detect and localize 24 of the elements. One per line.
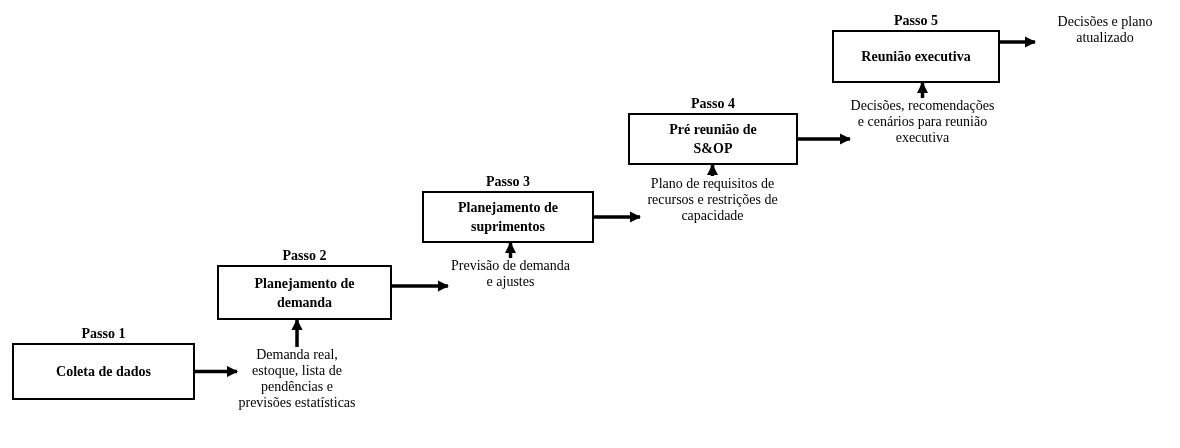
step-label: Passo 3 — [486, 173, 530, 191]
step-title: Coleta de dados — [56, 363, 151, 381]
arrow — [291, 318, 303, 347]
arrow — [504, 241, 517, 258]
flow-text: Plano de requisitos de recursos e restrições de capacidade — [640, 176, 785, 224]
flow-text: Decisões e plano atualizado — [1035, 14, 1175, 46]
step-label: Passo 2 — [282, 247, 327, 265]
arrow — [916, 81, 929, 98]
step-title: Reunião executiva — [861, 48, 971, 66]
step-title: Planejamento de suprimentos — [457, 199, 559, 236]
flow-text: Previsão de demanda e ajustes — [448, 258, 573, 290]
arrow — [706, 163, 719, 176]
arrow — [195, 365, 239, 378]
flow-text: Demanda real, estoque, lista de pendências e previsões estatísticas — [237, 347, 357, 411]
arrow — [594, 211, 642, 223]
step-label: Passo 4 — [691, 95, 735, 113]
arrow — [798, 133, 852, 145]
arrow — [392, 280, 450, 292]
flow-text: Decisões, recomendações e cenários para reunião executiva — [850, 98, 995, 146]
step-title: Planejamento de demanda — [253, 274, 356, 312]
step-title: Pré reunião de S&OP — [668, 121, 758, 158]
step-label: Passo 1 — [81, 325, 126, 343]
step-label: Passo 5 — [894, 12, 938, 30]
arrow — [1000, 36, 1037, 48]
